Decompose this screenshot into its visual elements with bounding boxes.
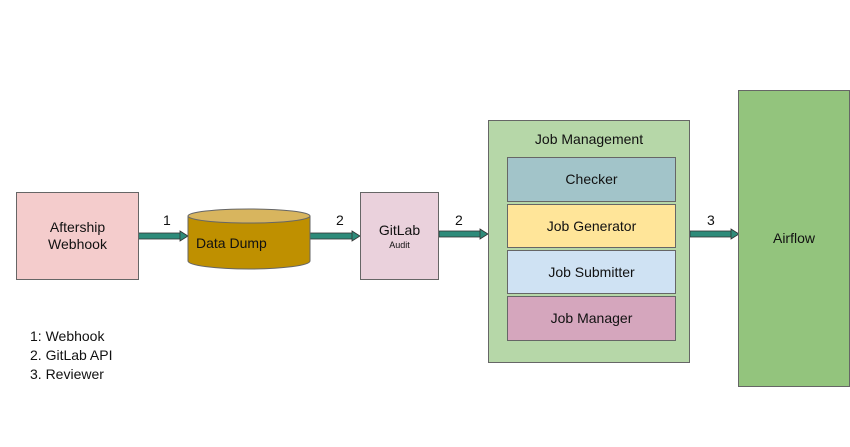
job-submitter-label: Job Submitter: [548, 263, 635, 280]
checker-node: Checker: [507, 157, 676, 202]
legend-item-reviewer: 3. Reviewer: [30, 366, 104, 382]
airflow-node: Airflow: [738, 90, 850, 387]
arrow-jobmanagement-to-airflow: [689, 228, 740, 240]
legend-item-gitlab-api: 2. GitLab API: [30, 347, 113, 363]
edge-label-2a: 2: [336, 212, 344, 228]
job-generator-label: Job Generator: [546, 217, 637, 234]
airflow-label: Airflow: [772, 230, 815, 246]
data-dump-cylinder: [187, 208, 311, 270]
legend: 1: Webhook 2. GitLab API 3. Reviewer: [30, 327, 113, 384]
gitlab-title: GitLab: [378, 221, 421, 238]
legend-item-webhook: 1: Webhook: [30, 328, 105, 344]
edge-label-2b: 2: [455, 212, 463, 228]
data-dump-label: Data Dump: [196, 235, 267, 251]
arrow-datadump-to-gitlab: [309, 230, 361, 242]
job-generator-node: Job Generator: [507, 204, 676, 248]
job-manager-node: Job Manager: [507, 296, 676, 341]
job-management-title: Job Management: [534, 131, 644, 147]
checker-label: Checker: [565, 171, 618, 187]
job-submitter-node: Job Submitter: [507, 250, 676, 294]
arrow-gitlab-to-jobmanagement: [438, 228, 489, 240]
gitlab-audit-node: GitLab Audit: [360, 192, 439, 280]
job-manager-label: Job Manager: [550, 310, 633, 326]
arrow-aftership-to-datadump: [137, 230, 189, 242]
gitlab-subtitle: Audit: [389, 239, 410, 250]
edge-label-1: 1: [163, 212, 171, 228]
aftership-label-line2: Webhook: [48, 236, 107, 252]
aftership-webhook-node: Aftership Webhook: [16, 192, 139, 280]
edge-label-3: 3: [707, 212, 715, 228]
aftership-label-line1: Aftership: [49, 219, 106, 235]
